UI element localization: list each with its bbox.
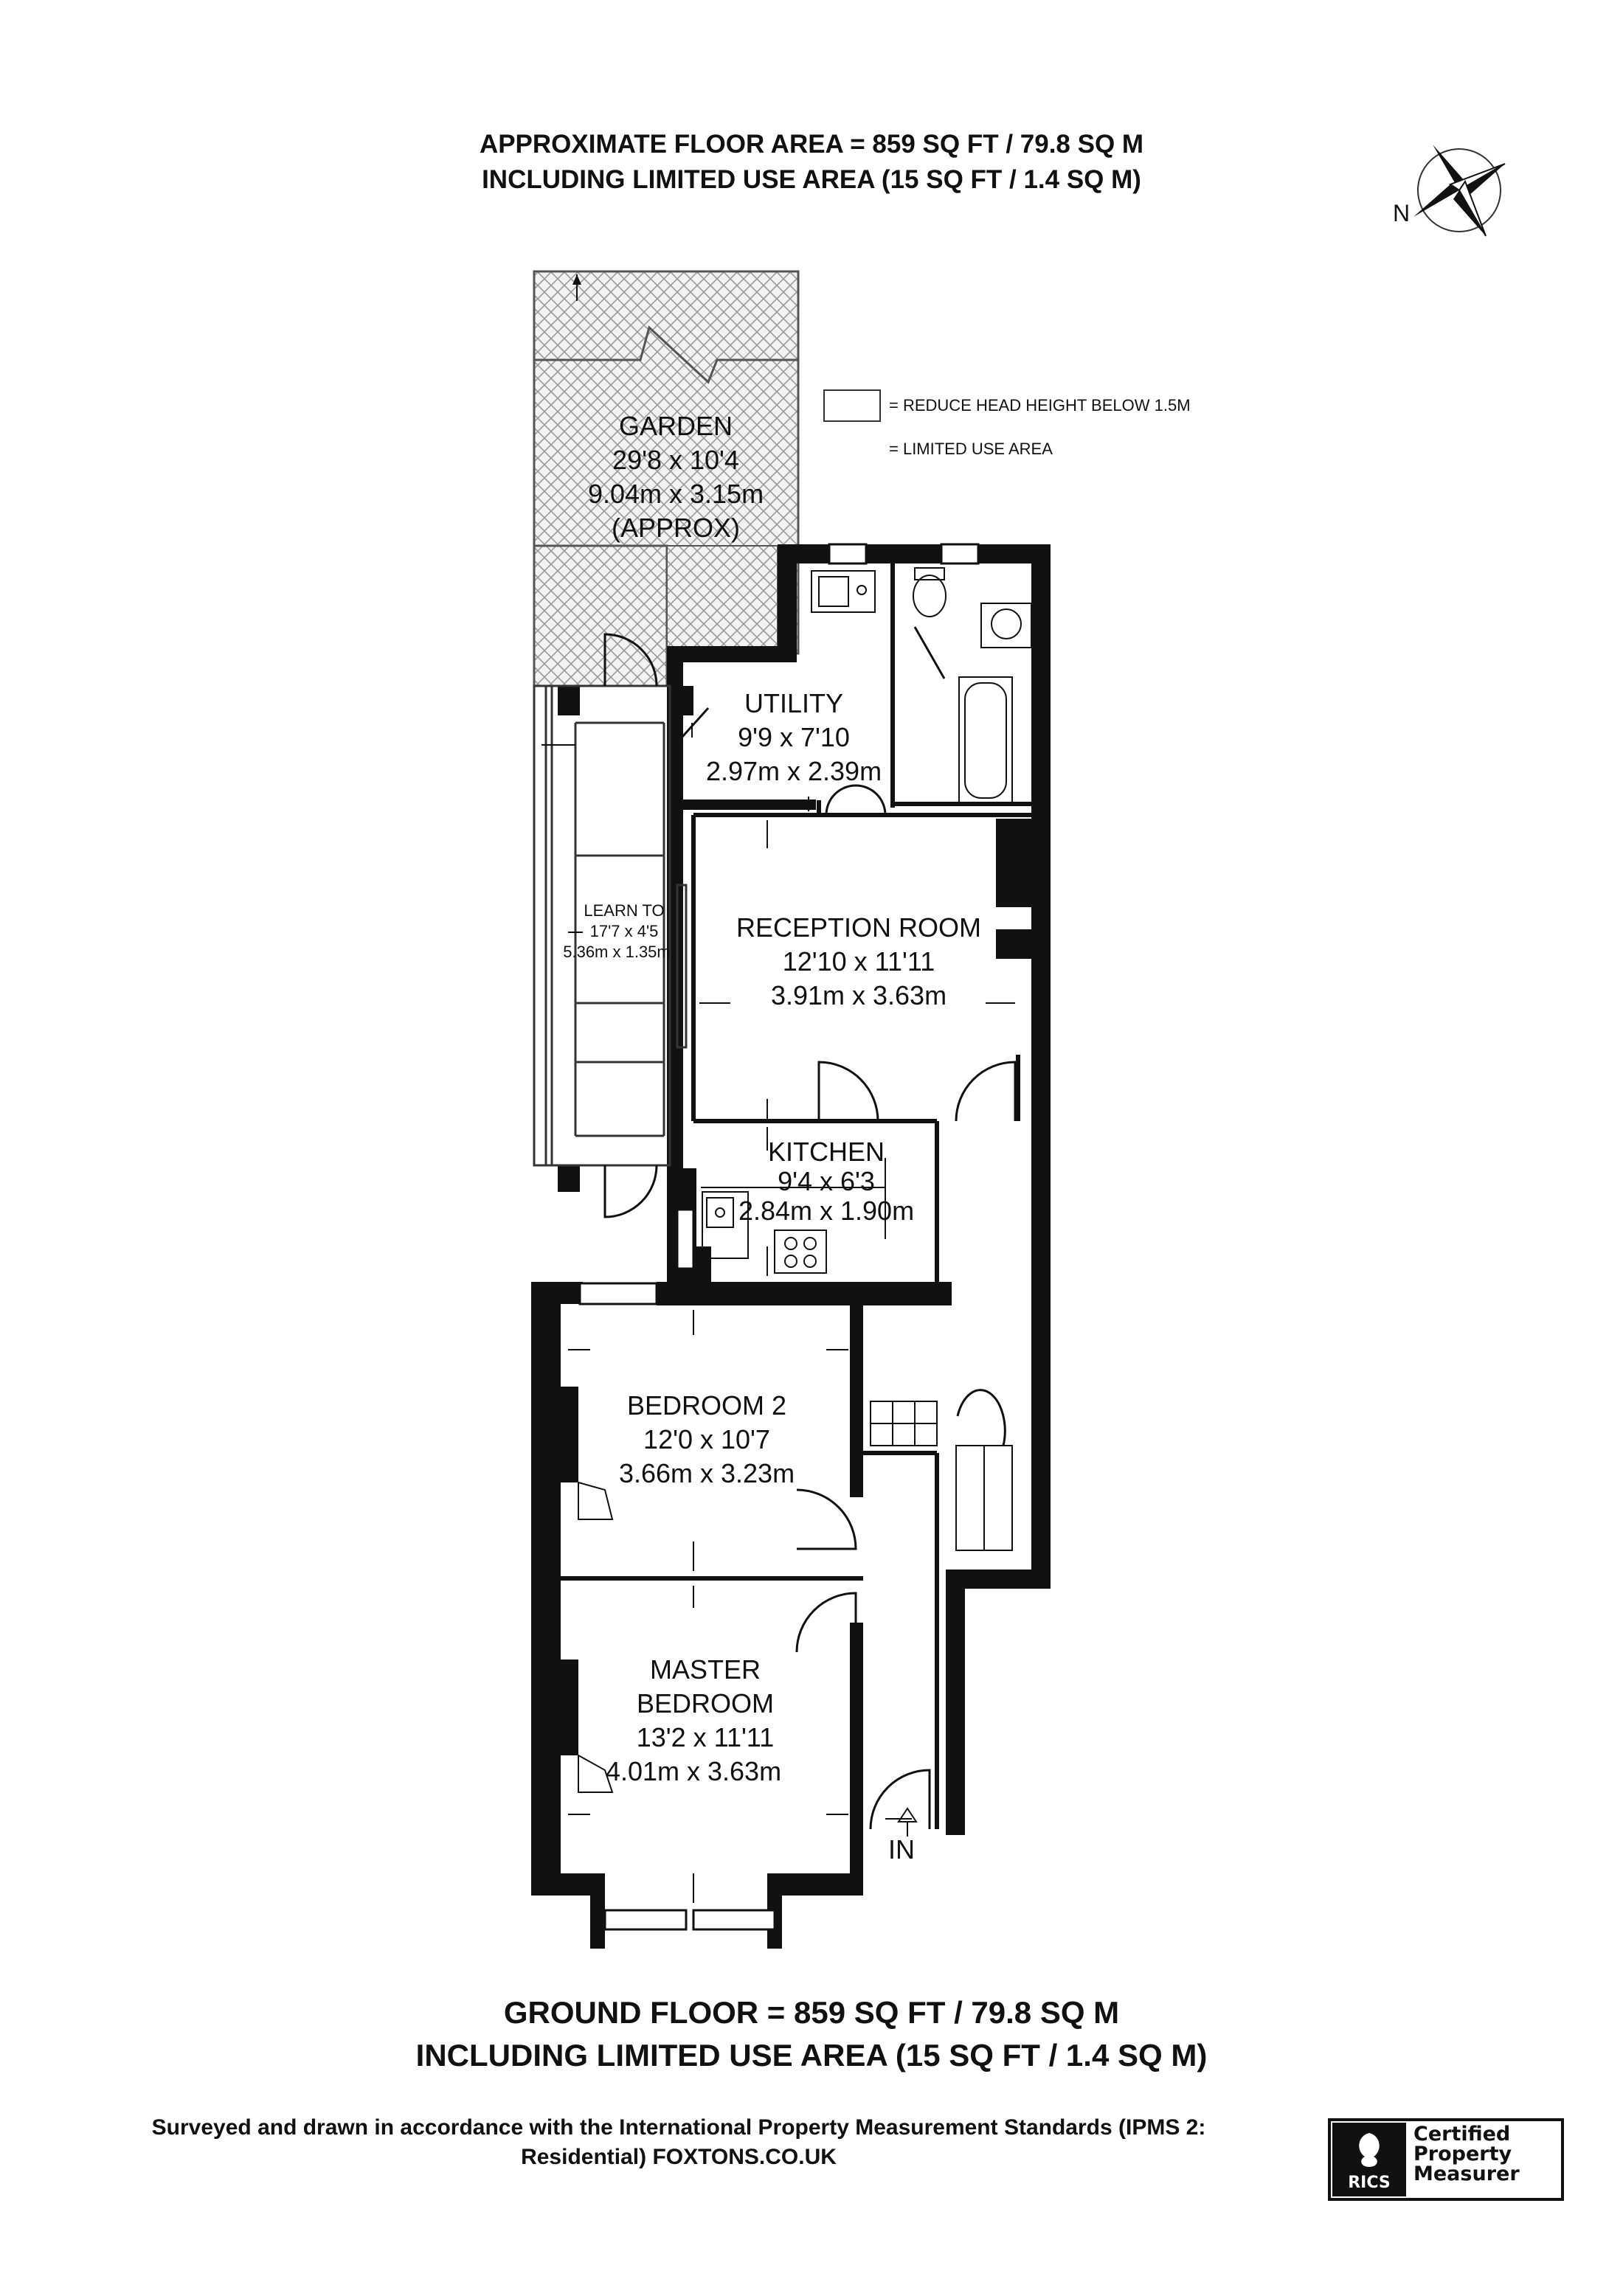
- certified-property-measurer: Certified Property Measurer: [1413, 2124, 1520, 2184]
- utility-name: UTILITY: [744, 688, 843, 718]
- survey-statement: Surveyed and drawn in accordance with th…: [44, 2113, 1313, 2172]
- bedroom2-metric: 3.66m x 3.23m: [619, 1458, 795, 1488]
- lean-to-name: LEARN TO: [584, 901, 664, 920]
- legend-reduce-head-height: = REDUCE HEAD HEIGHT BELOW 1.5M: [889, 396, 1191, 415]
- lean-to-imperial: 17'7 x 4'5: [590, 922, 659, 940]
- north-compass-icon: [1413, 145, 1506, 237]
- garden-metric: 9.04m x 3.15m: [588, 479, 764, 509]
- reception-name: RECEPTION ROOM: [736, 912, 981, 943]
- bedroom2-name: BEDROOM 2: [627, 1390, 786, 1421]
- master-name-line2: BEDROOM: [637, 1688, 774, 1718]
- garden-area: [533, 270, 800, 687]
- garden-note: (APPROX): [612, 513, 740, 543]
- entry-arrow-icon: [897, 1807, 918, 1837]
- reception-imperial: 12'10 x 11'11: [783, 946, 935, 977]
- exterior-walls: [531, 544, 1051, 1949]
- garden-imperial: 29'8 x 10'4: [612, 445, 739, 475]
- rics-certified-logo: RICS: [1328, 2118, 1564, 2201]
- lean-to-structure: [533, 684, 688, 1167]
- limited-use-heading: INCLUDING LIMITED USE AREA (15 SQ FT / 1…: [482, 165, 1141, 194]
- entrance-label: IN: [888, 1834, 915, 1865]
- compass-label: N: [1393, 200, 1410, 226]
- legend-limited-use: = LIMITED USE AREA: [889, 440, 1053, 458]
- cert-line-2: Property: [1413, 2143, 1512, 2165]
- kitchen-name: KITCHEN: [768, 1137, 885, 1167]
- rics-logo-text: RICS: [1348, 2174, 1391, 2192]
- bedroom2-imperial: 12'0 x 10'7: [643, 1424, 770, 1454]
- ground-floor-limited-use: INCLUDING LIMITED USE AREA (15 SQ FT / 1…: [415, 2038, 1208, 2073]
- door-swings: [603, 626, 1017, 1830]
- interior-walls: [561, 561, 1033, 1829]
- master-metric: 4.01m x 3.63m: [606, 1756, 781, 1786]
- reception-metric: 3.91m x 3.63m: [771, 980, 947, 1010]
- floor-plan: N = REDUCE HEAD HEIGHT BELOW 1.5M = LIMI…: [531, 145, 1506, 1949]
- lean-to-metric: 5.36m x 1.35m: [563, 943, 671, 961]
- survey-line-2: Residential) FOXTONS.CO.UK: [521, 2145, 837, 2169]
- master-imperial: 13'2 x 11'11: [637, 1722, 775, 1752]
- utility-metric: 2.97m x 2.39m: [706, 756, 882, 786]
- garden-name: GARDEN: [619, 411, 733, 441]
- cert-line-3: Measurer: [1413, 2163, 1520, 2185]
- master-name-line1: MASTER: [650, 1654, 761, 1685]
- cert-line-1: Certified: [1413, 2123, 1511, 2146]
- fixtures: [578, 567, 1032, 1793]
- lion-crest-icon: [1359, 2133, 1380, 2167]
- legend-swatch: [823, 389, 881, 422]
- dimension-arrows: [541, 723, 1015, 1903]
- utility-imperial: 9'9 x 7'10: [738, 722, 850, 752]
- survey-line-1: Surveyed and drawn in accordance with th…: [151, 2115, 1206, 2140]
- ground-floor-area: GROUND FLOOR = 859 SQ FT / 79.8 SQ M: [503, 1995, 1120, 2030]
- floor-area-heading: APPROXIMATE FLOOR AREA = 859 SQ FT / 79.…: [479, 130, 1144, 159]
- windows: [578, 543, 980, 1931]
- kitchen-metric: 2.84m x 1.90m: [738, 1196, 914, 1226]
- kitchen-imperial: 9'4 x 6'3: [778, 1166, 875, 1196]
